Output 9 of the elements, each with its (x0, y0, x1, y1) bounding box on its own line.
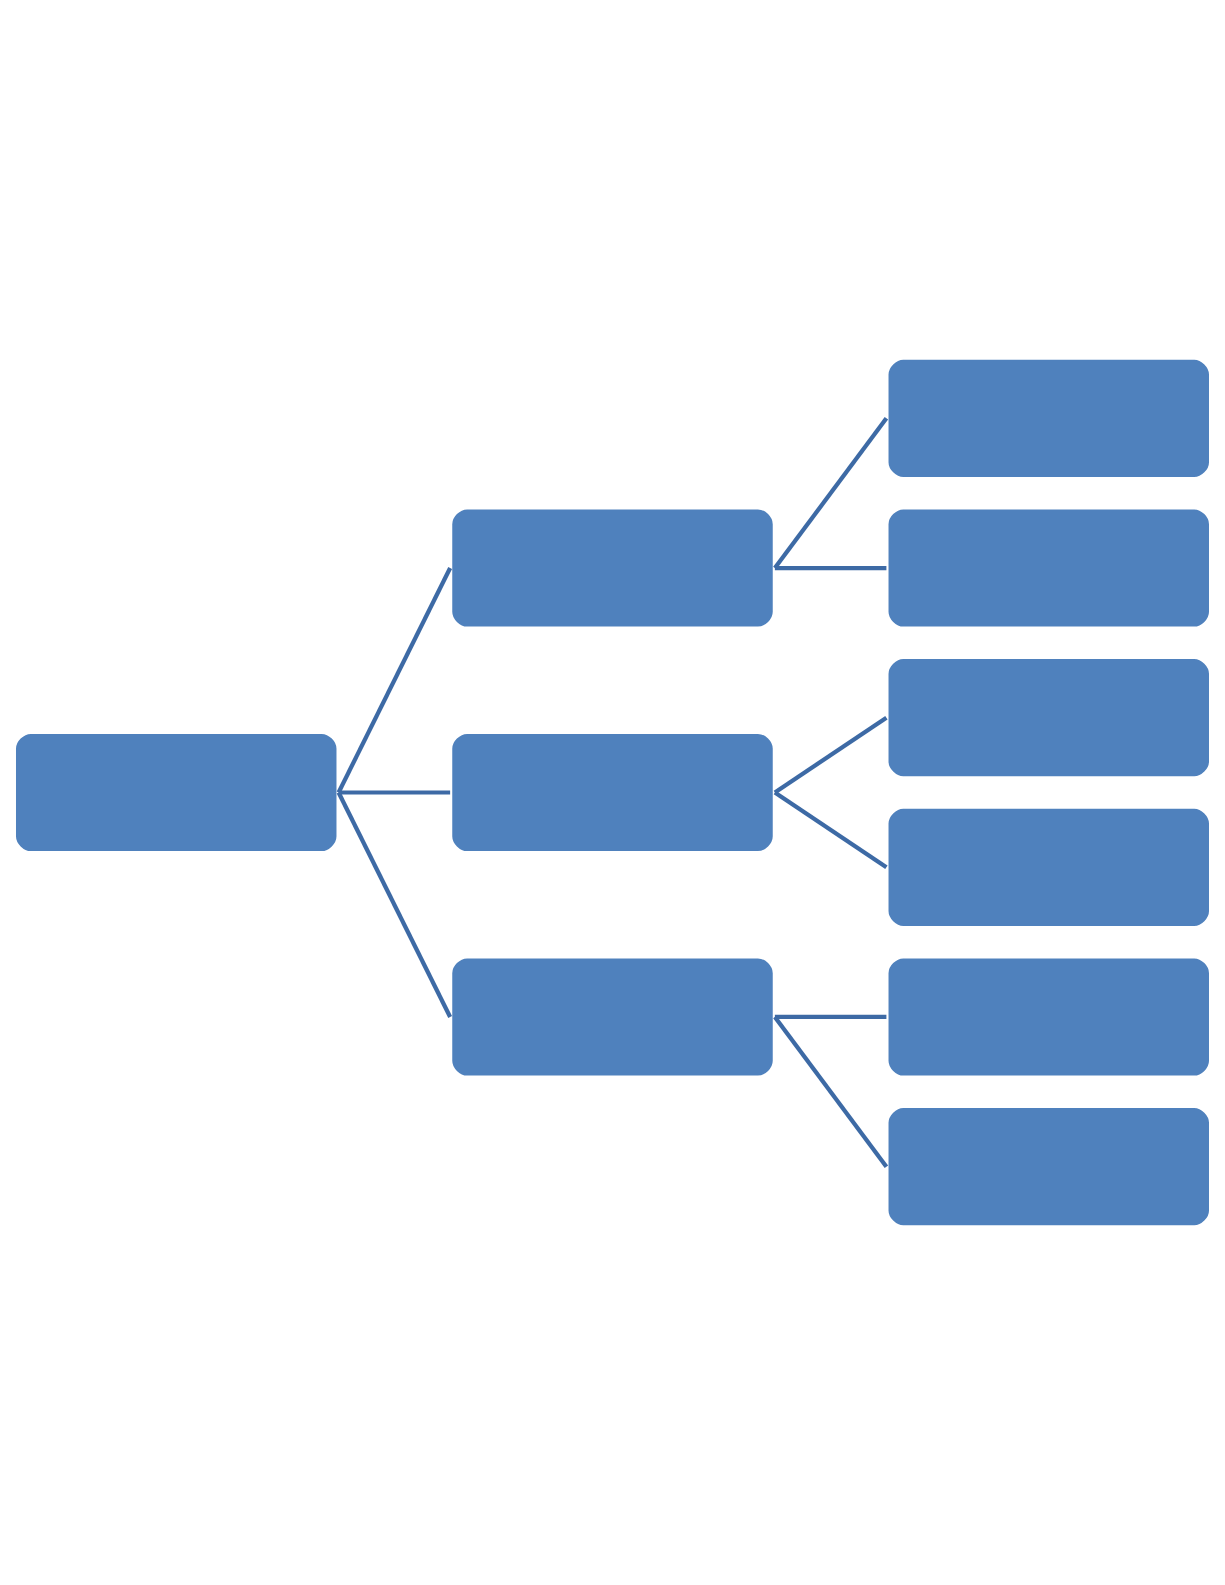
connector (773, 417, 889, 570)
connector (336, 567, 453, 794)
connector (773, 715, 888, 795)
connector (336, 791, 453, 1018)
connector (774, 565, 887, 571)
connector (773, 790, 888, 870)
connector (338, 790, 451, 795)
connector (774, 1014, 887, 1020)
connector (773, 1015, 889, 1168)
